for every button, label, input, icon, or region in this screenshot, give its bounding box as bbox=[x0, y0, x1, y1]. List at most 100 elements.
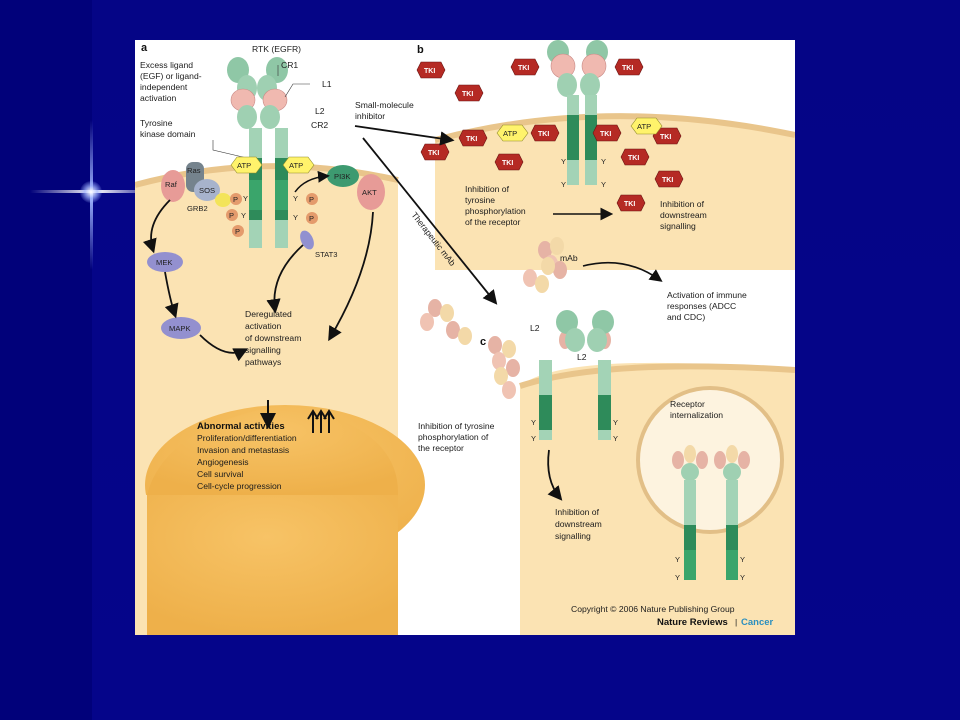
cell-cytoplasm-b bbox=[435, 116, 795, 270]
svg-text:MEK: MEK bbox=[156, 258, 172, 267]
svg-text:TKI: TKI bbox=[660, 134, 671, 141]
akt-protein: AKT bbox=[357, 174, 385, 210]
atp-right: ATP bbox=[282, 156, 315, 174]
svg-text:TKI: TKI bbox=[462, 91, 473, 98]
atp-b-right: ATP bbox=[630, 117, 663, 135]
svg-text:activation: activation bbox=[245, 321, 282, 331]
deregulated-activation-text: Deregulated activation of downstream sig… bbox=[245, 309, 301, 367]
panel-a-label: a bbox=[141, 42, 148, 54]
svg-text:phosphorylation: phosphorylation bbox=[465, 206, 526, 216]
activation-immune-text: Activation of immune responses (ADCC and… bbox=[667, 290, 747, 322]
mab-to-immune-arrow bbox=[582, 261, 663, 282]
svg-text:inhibitor: inhibitor bbox=[355, 111, 385, 121]
inhibition-downstream-c-text: Inhibition of downstream signalling bbox=[555, 507, 602, 541]
egfr-diagram-svg: a RTK (EGFR) CR1 L1 L2 CR2 Excess bbox=[135, 40, 795, 635]
svg-text:downstream: downstream bbox=[555, 519, 602, 529]
svg-text:TKI: TKI bbox=[622, 65, 633, 72]
svg-text:AKT: AKT bbox=[362, 188, 377, 197]
svg-text:Angiogenesis: Angiogenesis bbox=[197, 457, 249, 467]
svg-text:Receptor: Receptor bbox=[670, 399, 705, 409]
svg-text:Proliferation/differentiation: Proliferation/differentiation bbox=[197, 433, 297, 443]
svg-text:TKI: TKI bbox=[428, 150, 439, 157]
svg-text:Y: Y bbox=[613, 434, 618, 443]
journal-name: Nature Reviews bbox=[657, 617, 728, 628]
journal-separator: | bbox=[735, 617, 737, 627]
svg-text:Activation of immune: Activation of immune bbox=[667, 290, 747, 300]
panel-c-label: c bbox=[480, 336, 486, 348]
mapk-protein: MAPK bbox=[161, 317, 201, 339]
l2-label: L2 bbox=[315, 106, 325, 116]
svg-text:Inhibition of: Inhibition of bbox=[660, 199, 705, 209]
tki-molecules: TKI TKI TKI TKI TKI TKI TKI TKI TKI TKI … bbox=[416, 58, 684, 212]
svg-text:TKI: TKI bbox=[424, 68, 435, 75]
svg-text:Y: Y bbox=[293, 194, 298, 203]
svg-text:Y: Y bbox=[561, 180, 566, 189]
svg-text:P: P bbox=[235, 227, 240, 236]
excess-ligand-label: Excess ligand (EGF) or ligand- independe… bbox=[140, 60, 202, 103]
raf-protein: Raf bbox=[161, 170, 185, 202]
svg-text:Y: Y bbox=[740, 573, 745, 582]
svg-text:P: P bbox=[309, 195, 314, 204]
svg-text:TKI: TKI bbox=[518, 65, 529, 72]
svg-text:ATP: ATP bbox=[237, 161, 251, 170]
svg-text:internalization: internalization bbox=[670, 410, 723, 420]
atp-left: ATP bbox=[230, 156, 263, 174]
l2-label-c1: L2 bbox=[530, 323, 540, 333]
mek-protein: MEK bbox=[147, 252, 183, 272]
copyright-text: Copyright © 2006 Nature Publishing Group bbox=[571, 604, 735, 614]
panel-b-label: b bbox=[417, 44, 424, 56]
svg-text:TKI: TKI bbox=[624, 201, 635, 208]
grb2-protein: GRB2 bbox=[187, 193, 231, 213]
inhibition-tyrosine-c-text: Inhibition of tyrosine phosphorylation o… bbox=[418, 421, 495, 453]
cr2-label: CR2 bbox=[311, 120, 328, 130]
svg-text:TKI: TKI bbox=[466, 136, 477, 143]
svg-text:GRB2: GRB2 bbox=[187, 204, 208, 213]
svg-text:Y: Y bbox=[601, 157, 606, 166]
slide-left-band bbox=[0, 0, 92, 720]
svg-text:(EGF) or ligand-: (EGF) or ligand- bbox=[140, 71, 202, 81]
svg-text:pathways: pathways bbox=[245, 357, 281, 367]
svg-text:TKI: TKI bbox=[502, 160, 513, 167]
svg-text:ATP: ATP bbox=[289, 161, 303, 170]
inhibition-tyrosine-b-text: Inhibition of tyrosine phosphorylation o… bbox=[465, 184, 526, 227]
small-molecule-inhibitor-label: Small-molecule inhibitor bbox=[355, 100, 414, 121]
svg-text:and CDC): and CDC) bbox=[667, 312, 705, 322]
sparkle-glow bbox=[80, 181, 102, 203]
svg-text:ATP: ATP bbox=[637, 122, 651, 131]
phospho-sites-left: P Y P Y P bbox=[226, 193, 248, 237]
rtk-egfr-label: RTK (EGFR) bbox=[252, 44, 301, 54]
therapeutic-mab-arrow bbox=[362, 137, 498, 305]
phospho-sites-right: Y P Y P bbox=[293, 193, 318, 224]
svg-text:the receptor: the receptor bbox=[418, 443, 464, 453]
svg-text:Y: Y bbox=[531, 418, 536, 427]
akt-to-downstream-arrow bbox=[328, 211, 374, 342]
svg-text:Y: Y bbox=[675, 573, 680, 582]
svg-text:Inhibition of: Inhibition of bbox=[465, 184, 510, 194]
svg-text:Tyrosine: Tyrosine bbox=[140, 118, 173, 128]
tyrosine-kinase-domain-label: Tyrosine kinase domain bbox=[140, 118, 196, 139]
svg-text:P: P bbox=[309, 214, 314, 223]
svg-text:independent: independent bbox=[140, 82, 188, 92]
l2-label-c2: L2 bbox=[577, 352, 587, 362]
stat3-protein: STAT3 bbox=[300, 230, 338, 259]
sos-protein: SOS bbox=[194, 179, 220, 201]
svg-text:Y: Y bbox=[740, 555, 745, 564]
svg-text:P: P bbox=[229, 211, 234, 220]
svg-text:of downstream: of downstream bbox=[245, 333, 301, 343]
svg-text:Y: Y bbox=[531, 434, 536, 443]
svg-text:Y: Y bbox=[613, 418, 618, 427]
svg-text:signalling: signalling bbox=[660, 221, 696, 231]
panel-a: a RTK (EGFR) CR1 L1 L2 CR2 Excess bbox=[135, 42, 425, 635]
svg-text:Y: Y bbox=[293, 213, 298, 222]
journal-section: Cancer bbox=[741, 617, 774, 628]
egfr-receptor-a bbox=[227, 57, 288, 248]
svg-text:downstream: downstream bbox=[660, 210, 707, 220]
mab-label: mAb bbox=[560, 253, 578, 263]
cr1-label: CR1 bbox=[281, 60, 298, 70]
mek-to-mapk-arrow bbox=[164, 271, 179, 319]
svg-text:MAPK: MAPK bbox=[169, 324, 191, 333]
atp-b-left: ATP bbox=[496, 124, 529, 142]
